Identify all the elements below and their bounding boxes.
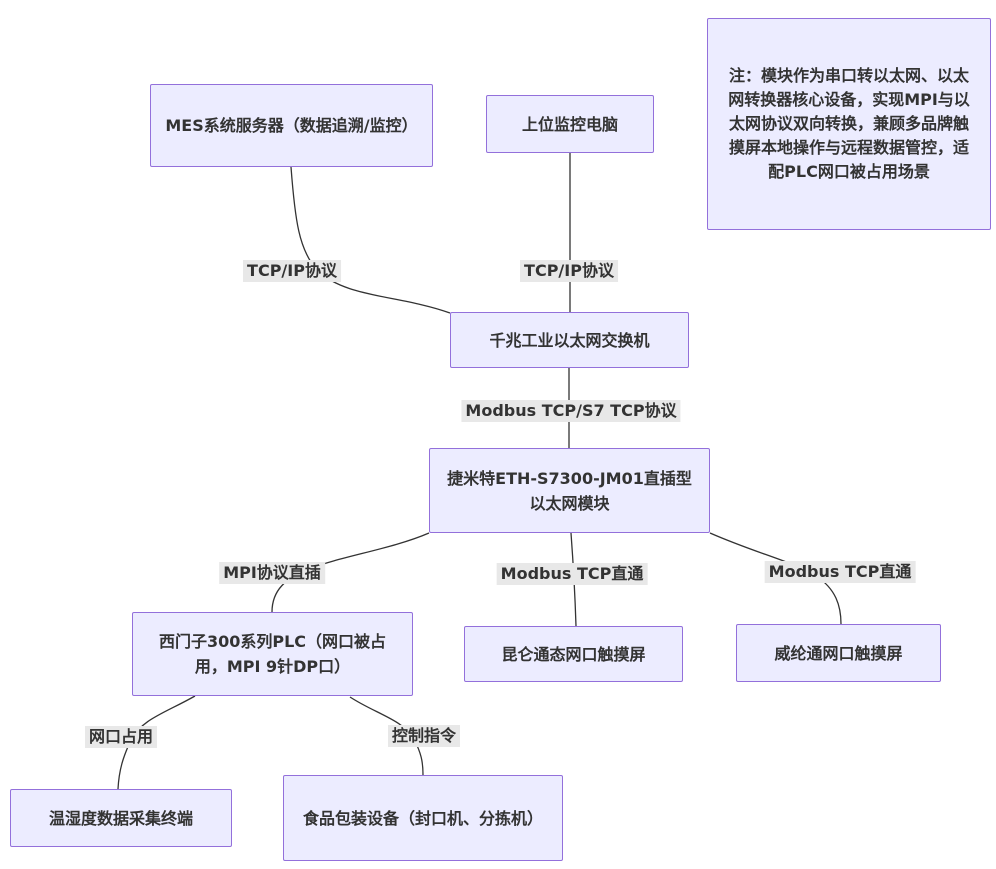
edge-label-plc-to-sensor: 网口占用 xyxy=(84,726,158,748)
edge-label-module-to-mcgs: Modbus TCP直通 xyxy=(496,563,648,585)
edge-label-mes-to-switch: TCP/IP协议 xyxy=(243,260,341,282)
node-mcgs-touchscreen: 昆仑通态网口触摸屏 xyxy=(464,626,683,682)
node-weinview-touchscreen: 威纶通网口触摸屏 xyxy=(736,624,941,682)
edge-label-plc-to-packaging: 控制指令 xyxy=(387,725,461,747)
node-mes-server: MES系统服务器（数据追溯/监控） xyxy=(150,84,433,167)
edge-label-module-to-weinview: Modbus TCP直通 xyxy=(764,561,916,583)
edge-mes-to-switch xyxy=(290,166,451,314)
node-eth-module: 捷米特ETH-S7300-JM01直插型以太网模块 xyxy=(429,448,710,533)
node-siemens-plc: 西门子300系列PLC（网口被占用，MPI 9针DP口） xyxy=(132,612,413,696)
node-humidity-terminal: 温湿度数据采集终端 xyxy=(10,789,232,847)
node-packaging-equipment: 食品包装设备（封口机、分拣机） xyxy=(283,775,563,861)
edge-label-switch-to-module: Modbus TCP/S7 TCP协议 xyxy=(461,400,681,422)
node-ethernet-switch: 千兆工业以太网交换机 xyxy=(450,312,689,368)
edge-label-pc-to-switch: TCP/IP协议 xyxy=(520,260,618,282)
note-box: 注：模块作为串口转以太网、以太网转换器核心设备，实现MPI与以太网协议双向转换，… xyxy=(707,18,991,230)
edge-label-module-to-plc: MPI协议直插 xyxy=(219,562,325,584)
node-host-pc: 上位监控电脑 xyxy=(486,95,654,153)
